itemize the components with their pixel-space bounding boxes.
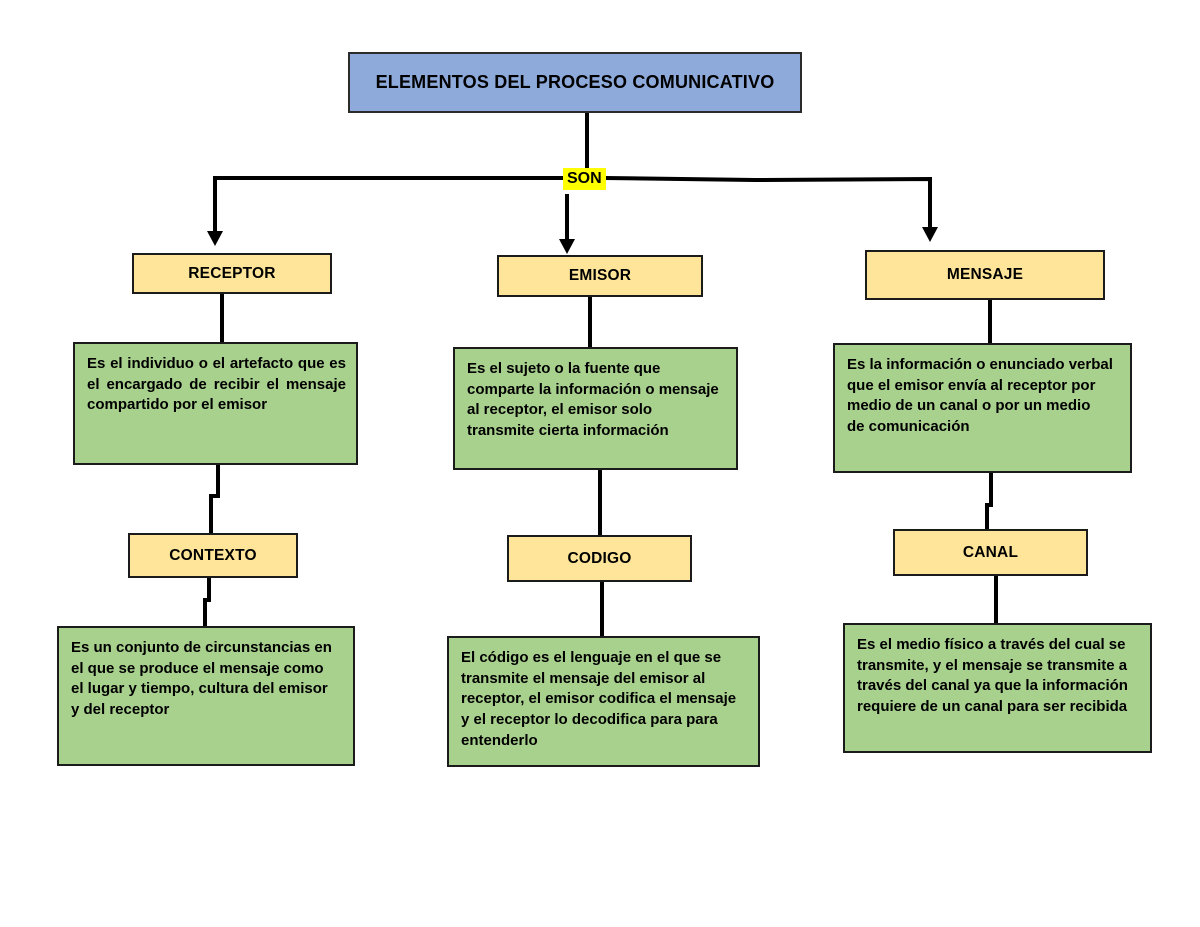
desc-contexto: Es un conjunto de circunstancias en el q… xyxy=(57,626,355,766)
arrowhead-emisor xyxy=(559,239,575,254)
desc-emisor: Es el sujeto o la fuente que comparte la… xyxy=(453,347,738,470)
title-text: ELEMENTOS DEL PROCESO COMUNICATIVO xyxy=(375,72,775,92)
node-emisor: EMISOR xyxy=(497,255,703,297)
connector-desc-contexto xyxy=(209,462,220,536)
son-label: SON xyxy=(563,168,606,190)
desc-mensaje: Es la información o enunciado verbal que… xyxy=(833,343,1132,473)
node-canal-label: CANAL xyxy=(962,543,1019,561)
node-codigo: CODIGO xyxy=(507,535,692,582)
node-contexto-label: CONTEXTO xyxy=(169,546,257,564)
node-receptor-label: RECEPTOR xyxy=(188,264,276,282)
node-emisor-label: EMISOR xyxy=(568,267,632,284)
title-box: ELEMENTOS DEL PROCESO COMUNICATIVO xyxy=(348,52,802,113)
node-canal: CANAL xyxy=(893,529,1088,576)
node-receptor: RECEPTOR xyxy=(132,253,332,294)
node-mensaje-label: MENSAJE xyxy=(946,266,1024,283)
desc-canal: Es el medio físico a través del cual se … xyxy=(843,623,1152,753)
desc-receptor: Es el individuo o el artefacto que es el… xyxy=(73,342,358,465)
node-mensaje: MENSAJE xyxy=(865,250,1105,300)
node-contexto: CONTEXTO xyxy=(128,533,298,578)
branch-line-receptor xyxy=(213,176,563,234)
arrowhead-mensaje xyxy=(922,227,938,242)
connector-contexto-desc xyxy=(203,575,211,629)
connector-desc-canal xyxy=(985,470,993,533)
branch-line-mensaje xyxy=(603,175,932,230)
arrowhead-receptor xyxy=(207,231,223,246)
node-codigo-label: CODIGO xyxy=(567,549,632,567)
desc-codigo: El código es el lenguaje en el que se tr… xyxy=(447,636,760,767)
